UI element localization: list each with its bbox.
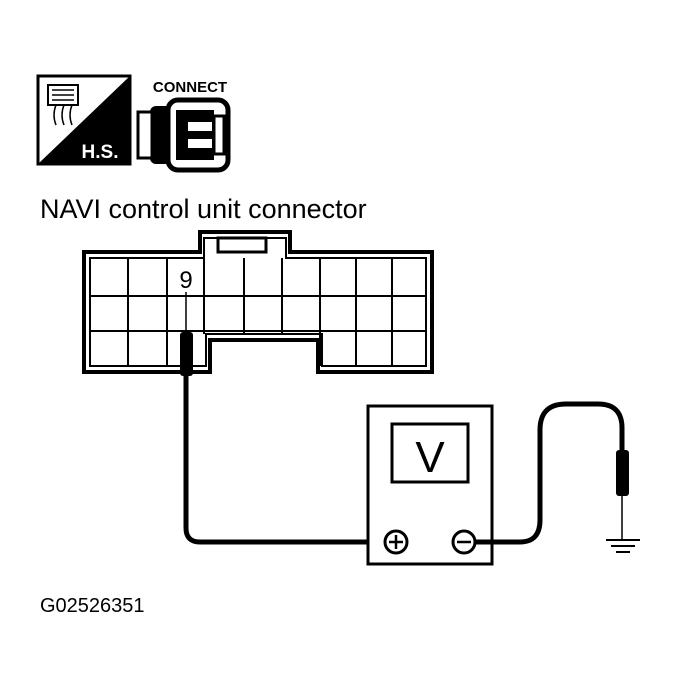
probe-negative bbox=[616, 450, 629, 540]
voltmeter-icon: V bbox=[366, 404, 494, 566]
connector-connect-icon: CONNECT bbox=[136, 79, 231, 173]
probe-positive bbox=[180, 292, 193, 376]
diagram-title: NAVI control unit connector bbox=[40, 194, 367, 224]
harness-side-label: H.S. bbox=[82, 142, 119, 163]
terminal-label: 9 bbox=[179, 267, 192, 294]
connect-label: CONNECT bbox=[153, 79, 227, 96]
negative-lead bbox=[476, 401, 625, 545]
positive-lead bbox=[183, 376, 382, 545]
meter-label: V bbox=[415, 433, 445, 482]
figure-id: G02526351 bbox=[40, 595, 145, 617]
harness-side-icon: H.S. bbox=[36, 74, 132, 166]
connector-icon: 9 bbox=[82, 230, 434, 374]
ground-icon bbox=[606, 539, 640, 553]
